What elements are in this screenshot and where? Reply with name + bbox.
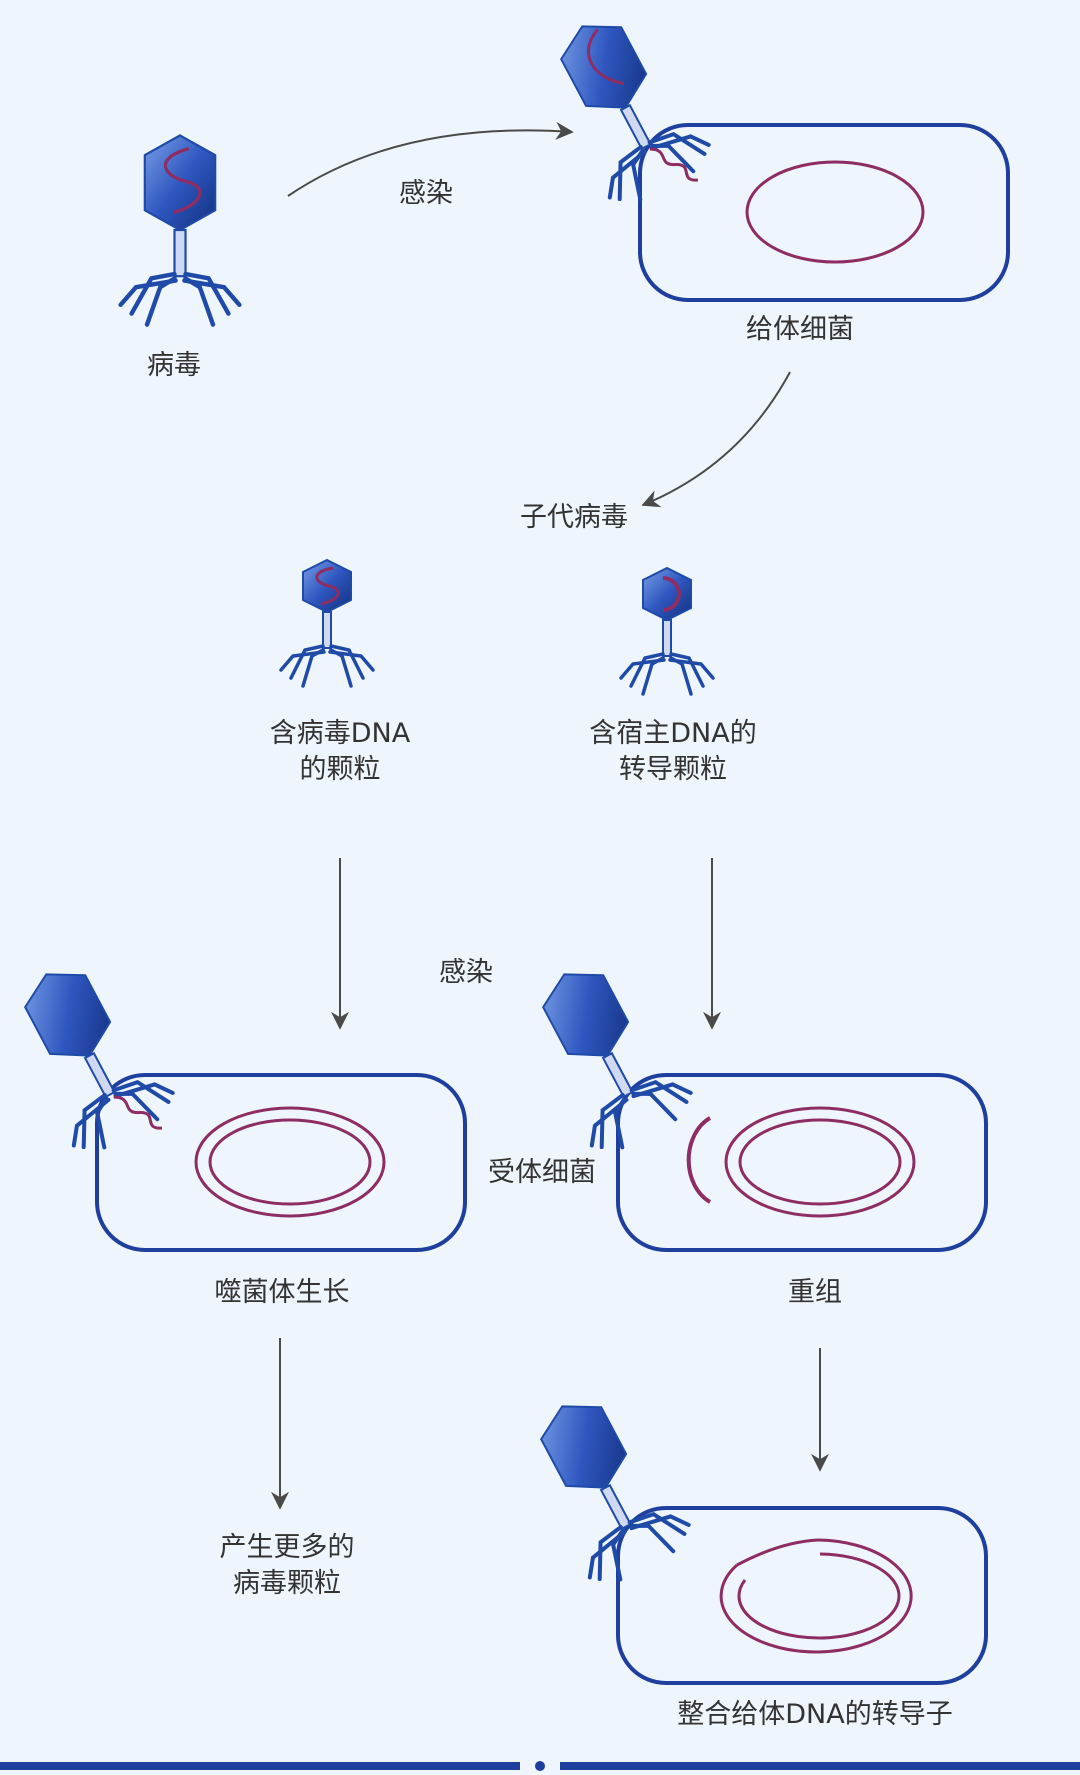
label-host-particle: 含宿主DNA的 转导颗粒 [589,718,757,785]
label-recombination: 重组 [788,1277,842,1308]
phage-virus [118,134,242,327]
host-dna-fragment [686,1116,712,1204]
label-viral-particle: 含病毒DNA 的颗粒 [269,718,411,785]
donor-cell [638,123,1010,302]
left-chromosome-outer [194,1106,386,1218]
label-donor: 给体细菌 [746,314,854,345]
label-virus: 病毒 [147,350,201,381]
phage-on-donor [560,25,711,202]
label-recipient: 受体细菌 [488,1157,596,1188]
recipient-cell-left [95,1073,467,1252]
phage-on-right-recipient [542,973,693,1150]
label-phage-growth: 噬菌体生长 [214,1277,350,1308]
phage-viral-dna [279,558,375,688]
label-transductant: 整合给体DNA的转导子 [677,1699,953,1730]
flow-arrows [271,121,829,1510]
integrated-segment [736,1538,819,1567]
arrow-infect-top [287,121,574,197]
bottom-rule [0,1761,1080,1771]
label-more-particles: 产生更多的 病毒颗粒 [219,1532,355,1599]
phage-on-transductant [540,1405,691,1582]
right-chromosome-inner [738,1118,902,1206]
label-infect-top: 感染 [399,178,453,209]
label-progeny: 子代病毒 [520,502,628,533]
right-chromosome-outer [724,1106,916,1218]
integrated-chromosome-outer [719,1538,913,1654]
integrated-chromosome-inner [737,1552,901,1640]
donor-chromosome [745,160,925,264]
recipient-cell-right [616,1073,988,1252]
transductant-cell [616,1506,988,1685]
arrow-to-progeny [641,371,791,508]
phage-on-left-recipient [24,973,175,1150]
label-infect-mid: 感染 [439,957,493,988]
cells [95,123,1010,1685]
dna-strands [194,160,925,1654]
phage-host-dna [619,566,715,696]
left-chromosome-inner [208,1118,372,1206]
